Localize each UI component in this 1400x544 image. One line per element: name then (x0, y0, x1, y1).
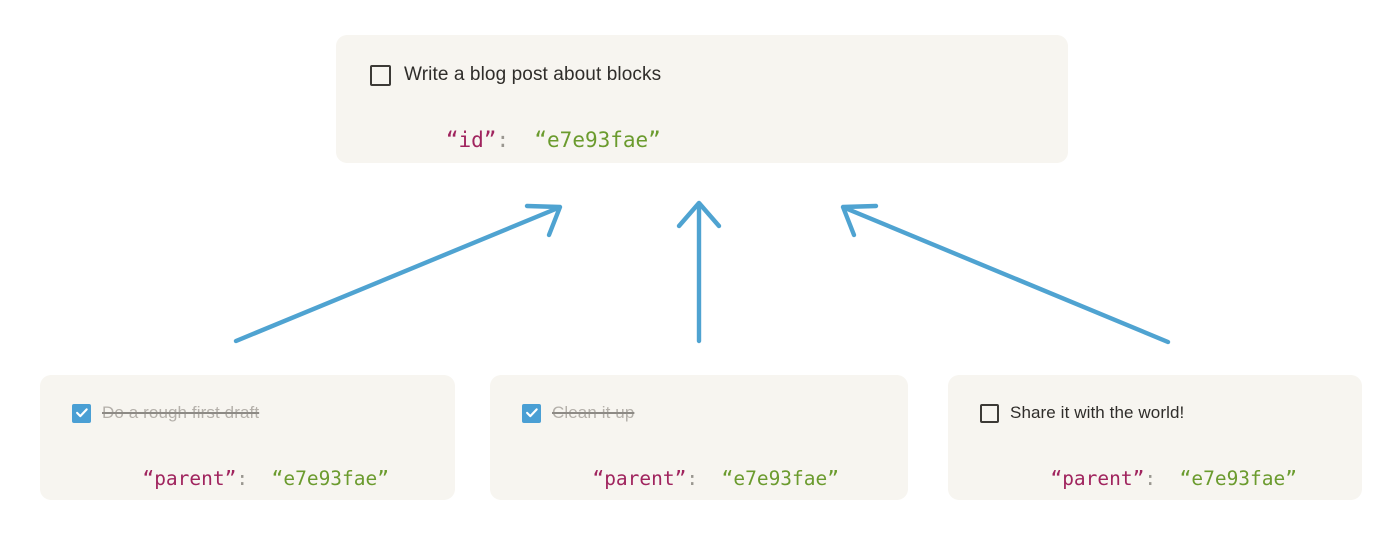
json-colon: : (236, 467, 249, 490)
parent-task-card[interactable]: Write a blog post about blocks “id”: “e7… (336, 35, 1068, 163)
json-value: “e7e93fae” (1179, 467, 1298, 490)
json-key: “parent” (592, 467, 687, 490)
child-json-line: “parent”: “e7e93fae” (522, 440, 908, 518)
json-value: “e7e93fae” (721, 467, 840, 490)
child-task-title: Clean it up (552, 403, 635, 422)
child-json-line: “parent”: “e7e93fae” (72, 440, 455, 518)
arrow-child3-to-parent (840, 203, 1171, 345)
child-task-card[interactable]: Do a rough first draft “parent”: “e7e93f… (40, 375, 455, 500)
child-task-title: Do a rough first draft (102, 403, 260, 422)
arrow-child2-to-parent (676, 200, 722, 344)
parent-task-row[interactable]: Write a blog post about blocks (370, 63, 1068, 87)
child-task-row[interactable]: Share it with the world! (980, 401, 1362, 425)
json-colon: : (1144, 467, 1157, 490)
json-colon: : (496, 128, 510, 152)
child-task-title: Share it with the world! (1010, 403, 1185, 422)
json-value: “e7e93fae” (271, 467, 390, 490)
child-task-card[interactable]: Share it with the world! “parent”: “e7e9… (948, 375, 1362, 500)
arrow-child1-to-parent (233, 203, 563, 344)
json-colon: : (686, 467, 699, 490)
checkbox-unchecked-icon[interactable] (370, 64, 391, 86)
child-task-card[interactable]: Clean it up “parent”: “e7e93fae” (490, 375, 908, 500)
child-task-row[interactable]: Clean it up (522, 401, 908, 425)
child-json-line: “parent”: “e7e93fae” (980, 440, 1362, 518)
checkbox-unchecked-icon[interactable] (980, 403, 999, 423)
checkbox-checked-icon[interactable] (72, 403, 91, 423)
parent-json-line: “id”: “e7e93fae” (370, 101, 1068, 179)
child-task-row[interactable]: Do a rough first draft (72, 401, 455, 425)
parent-task-title: Write a blog post about blocks (404, 64, 662, 85)
json-value: “e7e93fae” (534, 128, 661, 152)
checkbox-checked-icon[interactable] (522, 403, 541, 423)
json-key: “id” (445, 128, 497, 152)
json-key: “parent” (1050, 467, 1145, 490)
json-key: “parent” (142, 467, 237, 490)
